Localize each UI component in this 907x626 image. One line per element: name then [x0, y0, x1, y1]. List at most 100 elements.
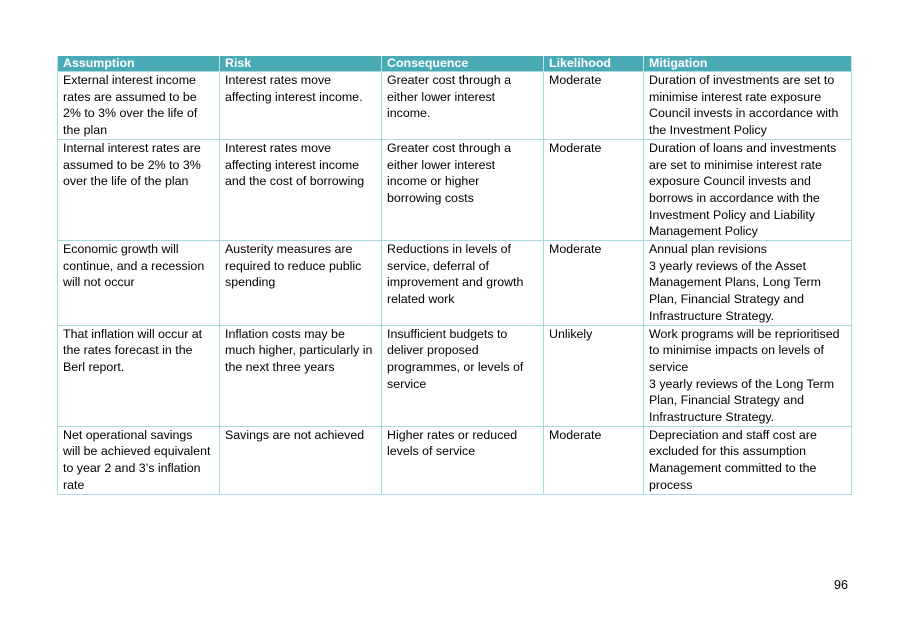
consequence-text-line: income. — [387, 106, 431, 121]
likelihood-cell: Moderate — [543, 138, 644, 242]
consequence-text-line: service — [387, 376, 427, 391]
likelihood-text-line: Moderate — [549, 140, 602, 155]
header-row: Assumption Risk Consequence Likelihood M… — [57, 56, 852, 72]
likelihood-cell: Unlikely — [543, 324, 644, 427]
risk-text-line: much higher, particularly in — [225, 343, 373, 358]
consequence-text-line: service, deferral of — [387, 258, 489, 273]
risk-text-line: required to reduce public — [225, 258, 362, 273]
risk-text-line: Interest rates move — [225, 73, 332, 87]
mitigation-text-line: Depreciation and staff cost are — [649, 427, 817, 442]
risk-text-line: and the cost of borrowing — [225, 174, 365, 189]
mitigation-text-line: are set to minimise interest rate — [649, 157, 822, 172]
risk-text-line: spending — [225, 275, 276, 290]
table-row: That inflation will occur at the rates fo… — [57, 324, 852, 427]
mitigation-text-line: excluded for this assumption — [649, 444, 807, 459]
mitigation-text-line: minimise interest rate exposure — [649, 89, 822, 104]
consequence-text-line: either lower interest — [387, 89, 496, 104]
risk-cell: Interest rates move affecting interest in… — [219, 138, 382, 242]
risk-text-line: the next three years — [225, 359, 335, 374]
consequence-text-line: improvement and growth — [387, 275, 524, 290]
consequence-text-line: deliver proposed — [387, 343, 479, 358]
mitigation-text-line: Work programs will be reprioritised — [649, 326, 840, 341]
consequence-text-line: levels of service — [387, 444, 476, 459]
table-header: Assumption Risk Consequence Likelihood M… — [57, 56, 852, 72]
risk-text-line: Savings are not achieved — [225, 427, 365, 442]
likelihood-text-line: Moderate — [549, 427, 602, 442]
mitigation-text-line: Plan, Financial Strategy and — [649, 393, 804, 408]
assumption-text-line: Economic growth will — [63, 242, 179, 257]
page-number: 96 — [834, 578, 848, 592]
likelihood-cell: Moderate — [543, 240, 644, 326]
mitigation-text-line: process — [649, 477, 693, 492]
risk-cell: Inflation costs may be much higher, parti… — [219, 324, 382, 427]
mitigation-text-line: Management Policy — [649, 224, 758, 239]
risk-text-line: Inflation costs may be — [225, 326, 345, 341]
mitigation-text-line: Plan, Financial Strategy and — [649, 292, 804, 307]
mitigation-text-line: 3 yearly reviews of the Long Term — [649, 376, 835, 391]
risk-cell: Savings are not achieved — [219, 425, 382, 495]
mitigation-text-line: borrows in accordance with the — [649, 190, 820, 205]
consequence-cell: Greater cost through a either lower inter… — [381, 71, 544, 140]
likelihood-text-line: Moderate — [549, 73, 602, 87]
consequence-text-line: Greater cost through a — [387, 73, 511, 87]
mitigation-text-line: Duration of loans and investments — [649, 140, 837, 155]
mitigation-text-line: service — [649, 359, 689, 374]
assumption-text-line: will be achieved equivalent — [63, 444, 211, 459]
assumption-text-line: over the life of the plan — [63, 174, 189, 189]
consequence-text-line: Greater cost through a — [387, 140, 511, 155]
consequence-text-line: income or higher — [387, 174, 480, 189]
mitigation-text-line: Infrastructure Strategy. — [649, 308, 775, 323]
header-consequence: Consequence — [381, 56, 544, 72]
assumption-cell: External interest income rates are assume… — [57, 71, 220, 140]
risk-cell: Interest rates move affecting interest in… — [219, 71, 382, 140]
mitigation-text-line: 3 yearly reviews of the Asset — [649, 258, 807, 273]
risk-text-line: affecting interest income. — [225, 89, 363, 104]
consequence-text-line: Reductions in levels of — [387, 242, 511, 257]
mitigation-text-line: Infrastructure Strategy. — [649, 410, 775, 425]
likelihood-cell: Moderate — [543, 71, 644, 140]
consequence-text-line: Higher rates or reduced — [387, 427, 518, 442]
table-body: External interest income rates are assume… — [57, 71, 852, 495]
consequence-text-line: borrowing costs — [387, 190, 474, 205]
assumption-text-line: the rates forecast in the — [63, 343, 193, 358]
likelihood-cell: Moderate — [543, 425, 644, 495]
risk-text-line: affecting interest income — [225, 157, 360, 172]
assumption-text-line: will not occur — [63, 275, 135, 290]
header-risk: Risk — [219, 56, 382, 72]
mitigation-text-line: exposure Council invests and — [649, 174, 811, 189]
mitigation-text-line: Management committed to the — [649, 461, 817, 476]
assumption-text-line: to year 2 and 3’s inflation — [63, 461, 201, 476]
consequence-text-line: Insufficient budgets to — [387, 326, 508, 341]
mitigation-text-line: Duration of investments are set to — [649, 73, 835, 87]
mitigation-text-line: Council invests in accordance with — [649, 106, 839, 121]
likelihood-text-line: Moderate — [549, 242, 602, 257]
risk-assumptions-table: Assumption Risk Consequence Likelihood M… — [57, 56, 852, 495]
assumption-text-line: External interest income — [63, 73, 196, 87]
assumption-text-line: That inflation will occur at — [63, 326, 203, 341]
table-row: External interest income rates are assume… — [57, 71, 852, 140]
assumption-text-line: assumed to be 2% to 3% — [63, 157, 201, 172]
risk-text-line: Interest rates move — [225, 140, 332, 155]
header-mitigation: Mitigation — [643, 56, 852, 72]
assumption-text-line: the plan — [63, 123, 108, 138]
assumption-cell: That inflation will occur at the rates fo… — [57, 324, 220, 427]
mitigation-cell: Depreciation and staff cost are excluded … — [643, 425, 852, 495]
likelihood-text-line: Unlikely — [549, 326, 593, 341]
header-assumption: Assumption — [57, 56, 220, 72]
consequence-text-line: programmes, or levels of — [387, 359, 524, 374]
header-likelihood: Likelihood — [543, 56, 644, 72]
mitigation-cell: Duration of loans and investments are set… — [643, 138, 852, 242]
consequence-text-line: related work — [387, 292, 455, 307]
assumption-text-line: rates are assumed to be — [63, 89, 197, 104]
